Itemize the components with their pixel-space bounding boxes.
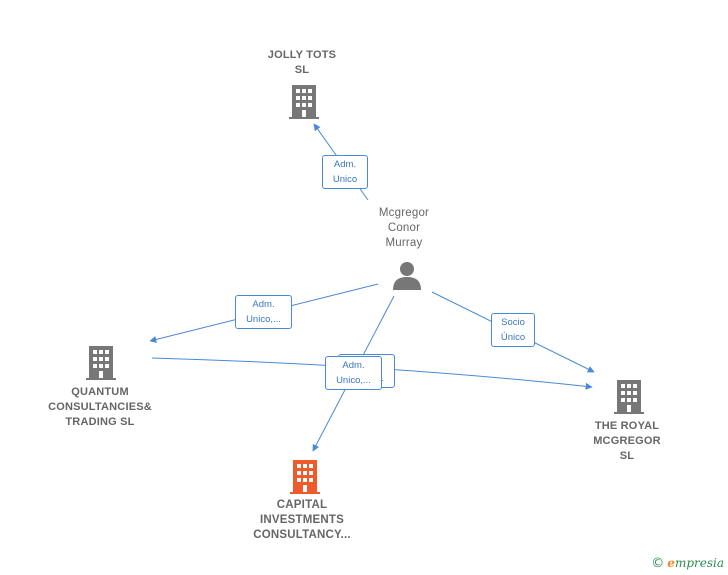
node-label-royal[interactable]: THE ROYAL MCGREGOR SL bbox=[577, 419, 677, 464]
node-label-line: SL bbox=[294, 64, 310, 76]
edge-label-line: Único bbox=[500, 332, 526, 343]
node-label-line: THE ROYAL bbox=[594, 420, 660, 432]
node-label-line: MCGREGOR bbox=[593, 435, 661, 447]
edge-label-capital[interactable]: Adm. Unico,... bbox=[325, 356, 382, 390]
node-label-line: Mcgregor bbox=[378, 207, 430, 219]
node-label-quantum[interactable]: QUANTUM CONSULTANCIES& TRADING SL bbox=[40, 385, 160, 430]
edge-label-quantum[interactable]: Adm. Unico,... bbox=[235, 295, 292, 329]
node-label-line: CAPITAL bbox=[276, 499, 328, 511]
node-label-capital[interactable]: CAPITAL INVESTMENTS CONSULTANCY... bbox=[237, 498, 367, 543]
node-label-jolly-tots[interactable]: JOLLY TOTS SL bbox=[252, 48, 352, 78]
edge-label-line: Socio bbox=[501, 317, 525, 328]
building-icon[interactable] bbox=[614, 380, 644, 414]
node-label-person[interactable]: Mcgregor Conor Murray bbox=[354, 206, 454, 251]
edge-label-jolly[interactable]: Adm. Unico bbox=[322, 155, 368, 189]
node-label-line: INVESTMENTS bbox=[260, 514, 344, 526]
edge-label-line: Adm. bbox=[333, 159, 357, 170]
brand-logo-initial: e bbox=[667, 556, 675, 570]
edge-label-line: Unico,... bbox=[246, 314, 281, 325]
brand-footer[interactable]: ©empresia bbox=[651, 556, 724, 571]
edge-label-royal[interactable]: Socio Único bbox=[491, 313, 535, 347]
brand-logo-text: mpresia bbox=[674, 556, 724, 570]
edge-label-line: Unico bbox=[332, 174, 358, 185]
node-label-line: Murray bbox=[385, 237, 423, 249]
building-icon[interactable] bbox=[86, 346, 116, 380]
node-label-line: QUANTUM bbox=[71, 386, 129, 398]
building-icon[interactable] bbox=[289, 85, 319, 119]
node-label-line: JOLLY TOTS bbox=[267, 49, 337, 61]
node-label-line: TRADING SL bbox=[65, 416, 135, 428]
edge-label-line: Adm. bbox=[252, 299, 275, 310]
edge-label-line: Unico,... bbox=[336, 375, 371, 386]
node-label-line: CONSULTANCIES& bbox=[48, 401, 152, 413]
person-icon[interactable] bbox=[392, 260, 422, 290]
node-label-line: CONSULTANCY... bbox=[253, 529, 351, 541]
node-label-line: SL bbox=[619, 450, 635, 462]
edge-label-line: Adm. bbox=[342, 360, 365, 371]
building-icon-main[interactable] bbox=[290, 460, 320, 494]
copyright-symbol: © bbox=[651, 556, 665, 571]
node-label-line: Conor bbox=[387, 222, 421, 234]
